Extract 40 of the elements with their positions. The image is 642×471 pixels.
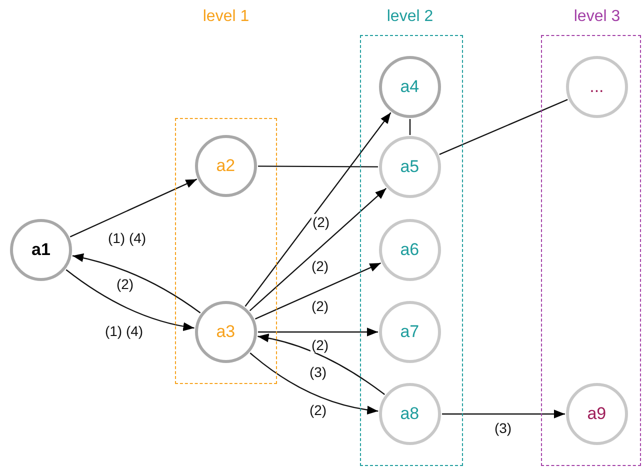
circle-node (194, 300, 257, 363)
connector-line (439, 99, 568, 155)
node-label: a5 (400, 156, 420, 177)
edge-label: (2) (115, 276, 135, 292)
level-heading: level 2 (386, 8, 434, 26)
arrow (442, 410, 565, 418)
arrow (66, 269, 194, 331)
node-label: a9 (587, 404, 606, 424)
arrow (70, 178, 198, 238)
edge-label: (3) (308, 364, 328, 380)
arrow (254, 262, 382, 320)
arrow (258, 328, 378, 336)
edge-label: (3) (493, 420, 513, 436)
arrow (258, 334, 385, 396)
arrow (72, 254, 201, 314)
arrow (249, 188, 387, 312)
edge-label: (2) (310, 337, 330, 353)
connector-line (258, 166, 378, 168)
edge-label: (2) (310, 258, 330, 274)
edge-label: (2) (308, 402, 328, 418)
edge-label: (1) (4) (106, 230, 148, 246)
node-label: a4 (400, 76, 420, 97)
edge-label: (2) (311, 214, 331, 230)
dashed-group-frame (541, 35, 641, 466)
node-label: a7 (400, 322, 420, 342)
edge-label: (1) (4) (104, 323, 144, 339)
node-label: a8 (400, 404, 420, 424)
edge-label: (2) (310, 298, 330, 314)
node-label: a6 (400, 240, 420, 260)
connector-line (409, 119, 411, 135)
node-label: a2 (216, 156, 236, 176)
node-label: a3 (216, 322, 236, 342)
level-heading: level 3 (574, 8, 620, 26)
arrow (244, 112, 392, 307)
dashed-group-frame (360, 35, 463, 466)
node-label: a1 (32, 240, 50, 260)
level-heading: level 1 (202, 8, 250, 26)
arrow (250, 352, 378, 414)
node-label: ... (590, 76, 604, 97)
dashed-group-frame (175, 118, 277, 384)
